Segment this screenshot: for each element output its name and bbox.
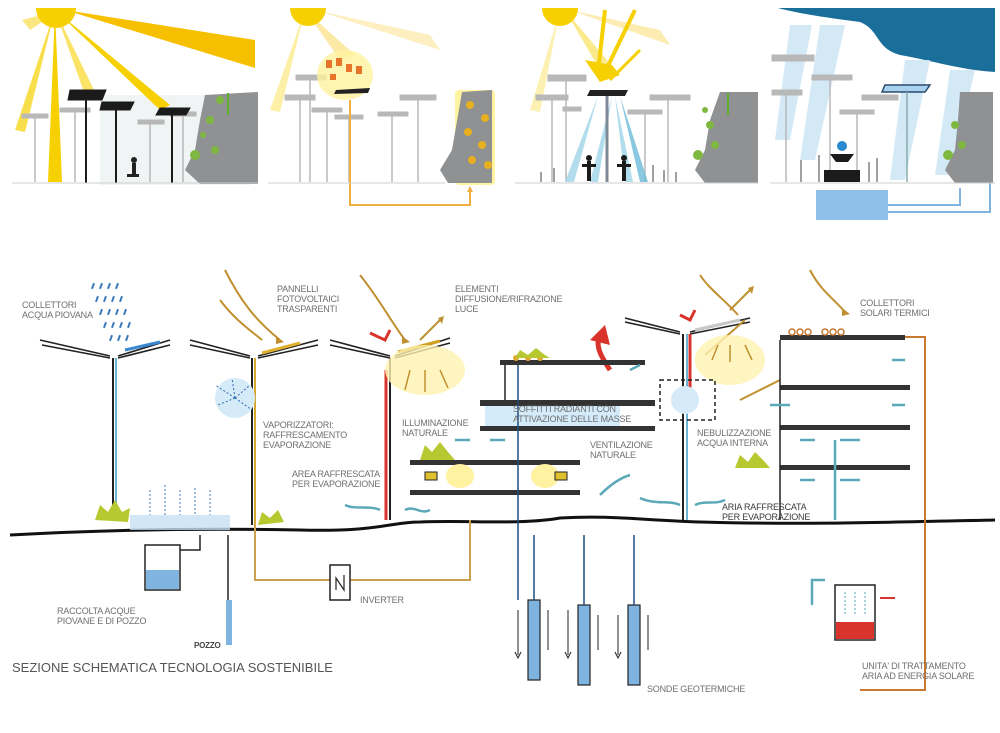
label-sonde: SONDE GEOTERMICHE — [647, 684, 746, 694]
panel-sun-shading — [12, 8, 258, 185]
label-collettori-acqua: COLLETTORI ACQUA PIOVANA — [22, 300, 93, 320]
panel-photovoltaic — [268, 8, 495, 206]
inverter-icon — [329, 564, 351, 601]
nebulizer-icon — [659, 379, 716, 421]
diffusion-element-icon — [587, 90, 628, 96]
label-pozzo: POZZO — [194, 641, 221, 650]
label-raccolta: RACCOLTA ACQUE PIOVANE E DI POZZO — [57, 606, 147, 626]
label-unita: UNITA' DI TRATTAMENTO ARIA AD ENERGIA SO… — [862, 661, 975, 681]
sun-icon — [36, 8, 76, 28]
section-diagram — [9, 269, 996, 691]
building-central — [410, 355, 655, 600]
rain-collector-icon — [880, 84, 932, 93]
label-inverter: INVERTER — [360, 595, 404, 605]
sun-icon — [290, 8, 326, 26]
sun-icon — [542, 8, 578, 26]
pv-panel-icon — [334, 88, 370, 94]
label-area-raffrescata: AREA RAFFRESCATA PER EVAPORAZIONE — [292, 469, 381, 489]
geothermal-probes — [514, 535, 649, 686]
solar-air-unit-icon — [810, 578, 895, 641]
label-pannelli: PANNELLI FOTOVOLTAICI TRASPARENTI — [277, 284, 340, 314]
label-illuminazione: ILLUMINAZIONE NATURALE — [402, 418, 469, 438]
diagram-title: SEZIONE SCHEMATICA TECNOLOGIA SOSTENIBIL… — [12, 660, 333, 675]
panel-light-diffusion — [515, 8, 758, 184]
label-collettori-solari: COLLETTORI SOLARI TERMICI — [860, 298, 930, 318]
ventilation-arrows — [344, 358, 905, 520]
seated-person-icon — [127, 157, 139, 177]
people-icon — [582, 155, 631, 181]
water-tank-icon — [816, 190, 888, 220]
building-right — [779, 328, 926, 691]
energy-line — [349, 100, 471, 206]
plant-icons — [95, 348, 770, 525]
label-ventilazione: VENTILAZIONE NATURALE — [590, 440, 653, 460]
rain-tank-icon — [144, 544, 181, 591]
label-aria-raffrescata: ARIA RAFFRESCATA PER EVAPORAZIONE — [722, 502, 811, 522]
label-soffitti: SOFFITTI RADIANTI CON ATTIVAZIONE DELLE … — [513, 404, 632, 424]
label-elementi: ELEMENTI DIFFUSIONE/RIFRAZIONE LUCE — [455, 284, 563, 314]
fountain-icon — [824, 141, 860, 182]
label-nebulizzazione: NEBULIZZAZIONE ACQUA INTERNA — [697, 428, 772, 448]
rain-cloud-icon — [778, 8, 995, 72]
rain-drops-icon — [91, 282, 131, 342]
label-vaporizzatori: VAPORIZZATORI: RAFFRESCAMENTO EVAPORAZIO… — [263, 420, 348, 450]
heat-arrow-icon — [369, 329, 392, 342]
panel-rainwater — [770, 8, 995, 220]
